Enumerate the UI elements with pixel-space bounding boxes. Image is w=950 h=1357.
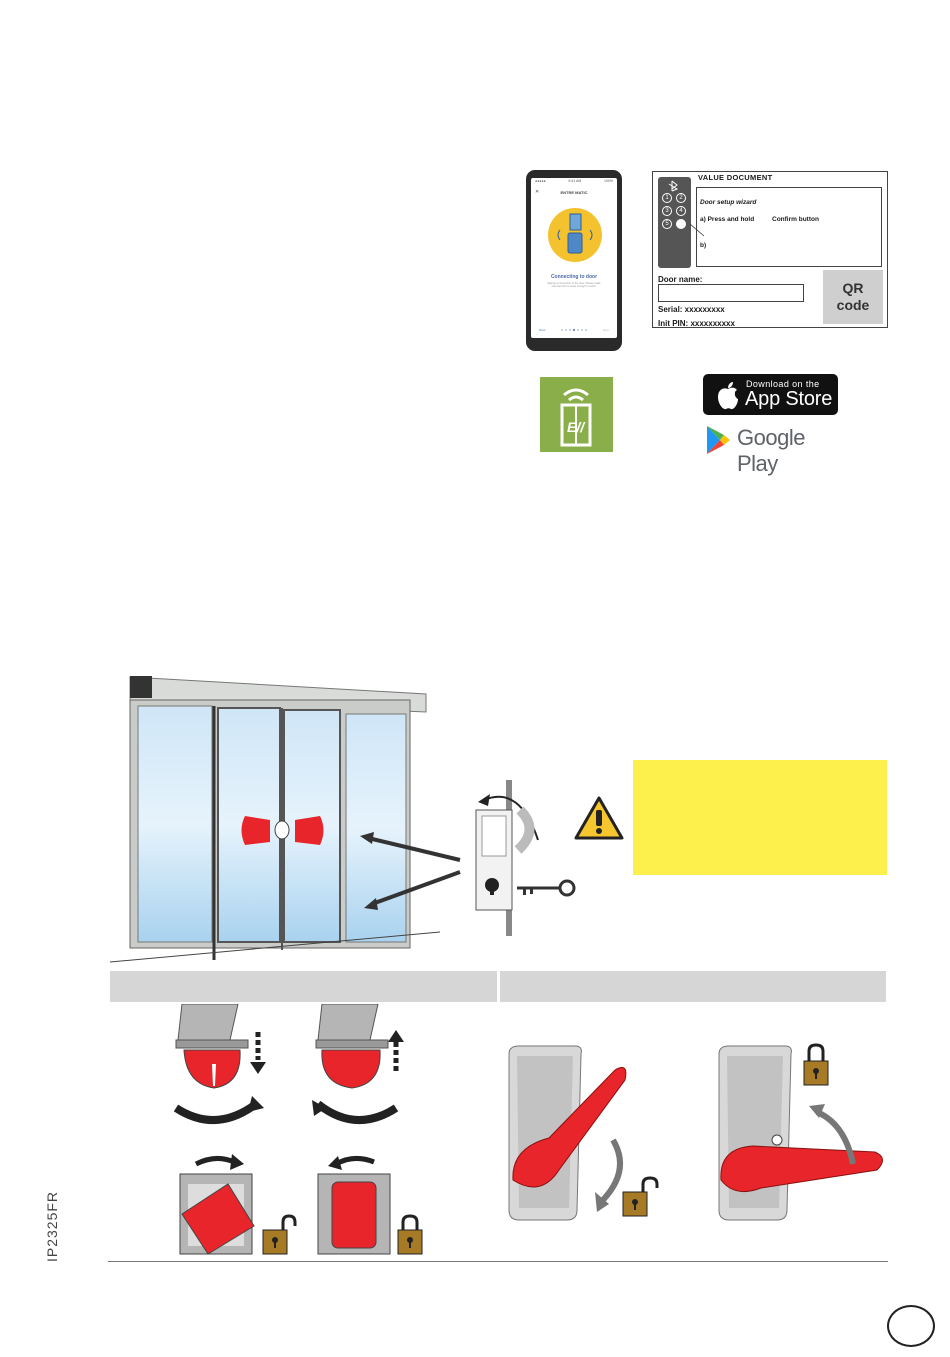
status-time: 9:41 AM: [568, 179, 582, 183]
bottom-rule: [108, 1261, 888, 1262]
padlock-closed-icon: [803, 1043, 829, 1086]
padlock-open-icon: [622, 1176, 659, 1217]
handle-illustrations: [508, 1045, 883, 1221]
step-a: a) Press and hold: [700, 216, 755, 223]
sliding-door-illustration: [110, 676, 440, 963]
pointer-arrows: [360, 832, 461, 910]
wizard-box: [696, 187, 882, 267]
door-wifi-icon: E//: [560, 388, 592, 447]
init-pin: Init PIN: xxxxxxxxxx: [658, 319, 735, 328]
remote-key-4: 4: [676, 206, 686, 216]
padlock-open-icon: [262, 1214, 297, 1255]
door-name-field: [658, 284, 804, 302]
wizard-title: Door setup wizard: [700, 199, 757, 206]
connecting-subtext: Making a connection to the door. Please …: [541, 282, 607, 288]
value-document-title: VALUE DOCUMENT: [698, 173, 773, 182]
svg-text:E//: E//: [567, 419, 586, 435]
mode-selector-illustrations: [173, 1004, 404, 1255]
app-store-big-text: App Store: [745, 388, 833, 410]
remote-key-2: 2: [676, 193, 686, 203]
qr-code-placeholder: QR code: [823, 270, 883, 324]
remote-key-5: 5: [662, 219, 672, 229]
qr-label: QR: [842, 280, 864, 296]
google-play-text: Google Play: [737, 425, 805, 476]
phone-screen: ●●●●● 9:41 AM 100% ✕ ENTRE MATIC Connect…: [531, 178, 617, 338]
subtext-line: Making a connection to the door. Please …: [547, 282, 601, 285]
bluetooth-icon: [668, 180, 679, 192]
app-store-badge[interactable]: Download on the App Store: [703, 374, 838, 415]
pager: Back Next: [539, 328, 609, 332]
close-icon[interactable]: ✕: [535, 189, 540, 195]
padlock-closed-icon: [397, 1214, 423, 1255]
status-battery: 100%: [604, 179, 613, 183]
entrematic-app-icon[interactable]: E//: [540, 377, 613, 452]
app-store-small-text: Download on the: [746, 379, 820, 389]
serial-number: Serial: xxxxxxxxx: [658, 305, 725, 314]
key-icon: [517, 879, 576, 897]
remote-key-1: 1: [662, 193, 672, 203]
confirm-key: [676, 219, 686, 229]
section-header-left: [110, 971, 497, 1002]
phone-mockup: ●●●●● 9:41 AM 100% ✕ ENTRE MATIC Connect…: [526, 170, 622, 351]
signal-indicator: ●●●●●: [535, 179, 546, 183]
subtext-line: sure the door is close enough to reach.: [551, 285, 597, 289]
google-play-icon: [707, 426, 730, 454]
remote-key-3: 3: [662, 206, 672, 216]
page-dots: [560, 328, 588, 332]
google-play-badge[interactable]: Google Play: [703, 422, 843, 476]
app-brand: ENTRE MATIC: [560, 190, 588, 195]
qr-label: code: [836, 297, 870, 313]
next-link[interactable]: Next: [602, 328, 609, 332]
section-header-right: [500, 971, 886, 1002]
step-b: b): [700, 242, 707, 249]
connecting-illustration: [548, 208, 602, 262]
key-switch-illustration: [475, 780, 539, 936]
confirm-button-label: Confirm button: [772, 216, 819, 223]
language-badge: [887, 1305, 935, 1347]
door-connection-icon: [557, 213, 593, 254]
remote-control-icon: 1 2 3 4 5: [658, 177, 691, 268]
warning-triangle-icon: [574, 796, 624, 840]
back-link[interactable]: Back: [539, 328, 546, 332]
connecting-caption: Connecting to door: [550, 274, 598, 280]
phone-status-bar: ●●●●● 9:41 AM 100%: [535, 179, 613, 183]
apple-icon: [718, 382, 738, 410]
document-code: IP2325FR: [44, 1190, 60, 1262]
warning-text-box: [633, 760, 887, 875]
door-name-label: Door name:: [658, 275, 703, 284]
press-pointer-line: [689, 223, 705, 237]
value-document-card: VALUE DOCUMENT 1 2 3 4 5 Door setup wiza…: [652, 171, 888, 328]
